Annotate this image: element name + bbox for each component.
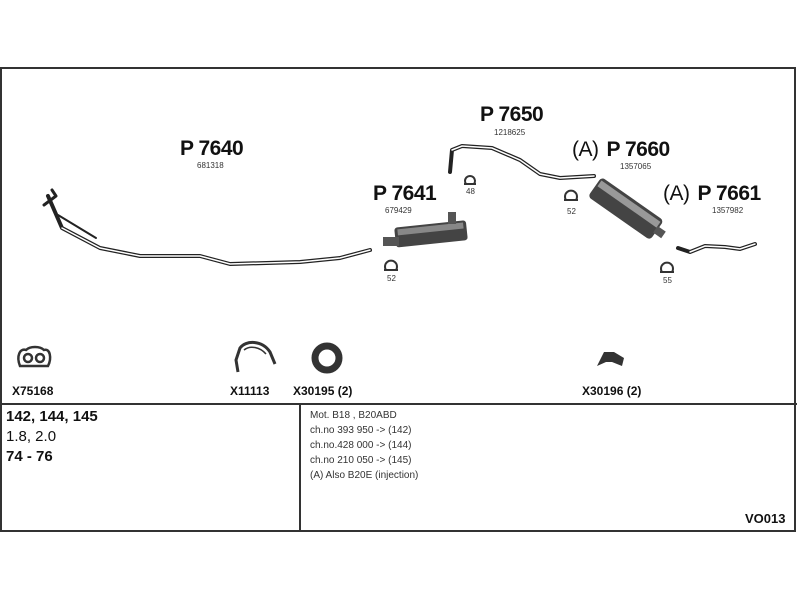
note: Mot. B18 , B20ABD	[310, 410, 397, 421]
clamp-icons	[384, 175, 674, 273]
engines: 1.8, 2.0	[6, 428, 57, 445]
ring-x30195-icon	[311, 342, 343, 374]
divider	[299, 404, 301, 532]
catalog-code: VO013	[745, 511, 786, 526]
muffler-p7660	[589, 178, 666, 239]
oe-number: 1357982	[712, 206, 744, 215]
accessory-label: X11113	[230, 384, 270, 398]
years: 74 - 76	[6, 448, 53, 465]
notes: Mot. B18 , B20ABD ch.no 393 950 -> (142)…	[310, 408, 418, 483]
vehicle-info: 142, 144, 145 1.8, 2.0 74 - 76	[6, 407, 98, 467]
diagram-frame	[0, 67, 796, 532]
clamp-size: 52	[567, 207, 576, 216]
oe-number: 681318	[197, 161, 224, 170]
note: ch.no.428 000 -> (144)	[310, 440, 412, 451]
part-id: P 7661	[697, 182, 762, 205]
accessory-label: X30196 (2)	[582, 384, 642, 398]
accessory-label: X75168	[12, 384, 54, 398]
rubber-mount-x30196-icon	[597, 352, 624, 366]
note: ch.no 210 050 -> (145)	[310, 455, 412, 466]
hanger-x11113-icon	[234, 341, 277, 373]
part-id: P 7660	[606, 138, 671, 161]
clamp-size: 48	[466, 187, 475, 196]
note: ch.no 393 950 -> (142)	[310, 425, 412, 436]
accessory-label: X30195 (2)	[293, 384, 353, 398]
divider	[0, 403, 797, 405]
clamp-size: 55	[663, 276, 672, 285]
part-number: P 7640	[180, 137, 244, 160]
clamp-size: 52	[387, 274, 396, 283]
part-number: P 7641	[373, 182, 437, 205]
note: (A) Also B20E (injection)	[310, 470, 419, 481]
oe-number: 1218625	[494, 128, 526, 137]
part-number: (A) P 7661	[663, 182, 761, 206]
gasket-x75168-icon	[17, 345, 52, 368]
oe-number: 679429	[385, 206, 412, 215]
models: 142, 144, 145	[6, 408, 98, 425]
part-number: P 7650	[480, 103, 544, 126]
part-prefix: (A)	[572, 138, 599, 161]
part-prefix: (A)	[663, 182, 690, 205]
front-pipe-p7640	[46, 194, 372, 266]
part-number: (A) P 7660	[572, 138, 670, 162]
muffler-p7641	[383, 212, 468, 248]
oe-number: 1357065	[620, 162, 652, 171]
